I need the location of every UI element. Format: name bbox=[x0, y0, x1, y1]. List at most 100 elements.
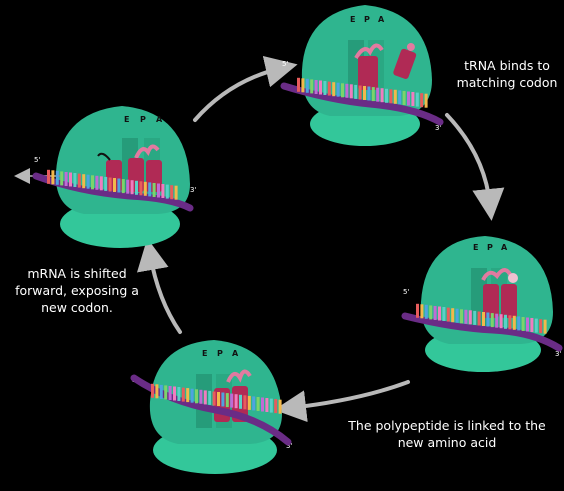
codon-base bbox=[363, 86, 366, 100]
polypeptide-chain bbox=[354, 43, 384, 60]
codon-base bbox=[51, 170, 55, 185]
codon-base bbox=[460, 309, 463, 324]
site-label-a: A bbox=[156, 115, 163, 124]
codon-base bbox=[420, 93, 424, 108]
mrna-strand bbox=[401, 303, 563, 352]
trna-p-site bbox=[358, 56, 378, 90]
three-prime-label: 3' bbox=[555, 350, 561, 358]
trna-incoming bbox=[393, 42, 417, 79]
codon-base bbox=[451, 308, 455, 323]
codon-base bbox=[508, 315, 512, 330]
codon-base bbox=[473, 310, 477, 325]
codon-base bbox=[168, 386, 172, 400]
codon-base bbox=[415, 92, 419, 107]
codon-base bbox=[539, 319, 543, 334]
codon-base bbox=[121, 179, 125, 194]
codon-base bbox=[243, 395, 247, 410]
codon-base bbox=[371, 87, 375, 102]
codon-base bbox=[526, 317, 529, 332]
codon-base bbox=[130, 180, 134, 195]
codon-base bbox=[195, 389, 198, 404]
codon-base bbox=[314, 80, 318, 94]
caption-polypeptide-linked: The polypeptide is linked to the new ami… bbox=[348, 418, 546, 450]
codon-base bbox=[411, 92, 415, 106]
codon-base bbox=[327, 81, 331, 96]
codon-base bbox=[95, 175, 99, 190]
codon-base bbox=[442, 307, 446, 321]
codon-base bbox=[239, 394, 242, 409]
codon-base bbox=[455, 308, 459, 323]
codon-base bbox=[323, 81, 327, 95]
codon-base bbox=[499, 314, 503, 329]
codon-base bbox=[190, 388, 194, 403]
mrna-strand bbox=[280, 77, 444, 126]
codon-base bbox=[99, 176, 103, 191]
mrna-strand bbox=[32, 169, 194, 212]
site-label-p: P bbox=[487, 243, 493, 252]
codon-base bbox=[297, 77, 300, 92]
codon-base bbox=[91, 175, 94, 190]
arrow-left-to-top bbox=[193, 56, 298, 122]
codon-base bbox=[265, 398, 269, 412]
codon-base bbox=[73, 173, 77, 187]
codon-base bbox=[208, 390, 212, 405]
codon-base bbox=[143, 181, 147, 196]
codon-base bbox=[385, 88, 388, 103]
codon-base bbox=[261, 397, 264, 412]
codon-base bbox=[157, 183, 160, 198]
codon-base bbox=[433, 306, 437, 320]
codon-base bbox=[477, 311, 481, 326]
codon-base bbox=[495, 313, 499, 328]
ribosome-stage-right: E P A 5' 3' bbox=[401, 236, 563, 372]
arrow-right-to-bottom bbox=[274, 380, 410, 423]
codon-base bbox=[199, 389, 203, 404]
arrow-top-to-right bbox=[445, 113, 505, 221]
codon-base bbox=[247, 395, 251, 410]
codon-base bbox=[530, 318, 534, 332]
codon-base bbox=[212, 391, 216, 406]
codon-base bbox=[278, 399, 282, 414]
codon-base bbox=[424, 93, 428, 108]
new-amino-acid bbox=[508, 273, 518, 283]
codon-base bbox=[135, 180, 138, 195]
codon-base bbox=[512, 315, 516, 330]
codon-base bbox=[159, 384, 163, 399]
mrna-strand bbox=[130, 374, 292, 446]
codon-base bbox=[398, 90, 402, 105]
codon-base bbox=[161, 184, 165, 198]
polypeptide-chain bbox=[481, 268, 513, 281]
codon-base bbox=[126, 179, 130, 194]
codon-base bbox=[170, 185, 174, 200]
trna-a-site bbox=[501, 284, 517, 318]
site-label-e: E bbox=[350, 15, 355, 24]
codon-base bbox=[305, 78, 309, 93]
three-prime-label: 3' bbox=[435, 124, 441, 132]
five-prime-label: 5' bbox=[282, 60, 288, 68]
ribosome-stage-bottom: E P A 5' 3' bbox=[130, 340, 292, 474]
codon-base bbox=[354, 84, 358, 99]
codon-base bbox=[82, 174, 86, 189]
codon-base bbox=[60, 171, 64, 186]
site-label-e: E bbox=[202, 349, 207, 358]
codon-base bbox=[139, 181, 143, 196]
codon-base bbox=[517, 316, 521, 331]
codon-base bbox=[230, 393, 234, 408]
trna-p-site bbox=[483, 284, 499, 318]
site-label-a: A bbox=[501, 243, 508, 252]
codon-base bbox=[543, 319, 547, 334]
codon-base bbox=[319, 80, 322, 95]
five-prime-label: 5' bbox=[34, 156, 40, 164]
codon-base bbox=[389, 89, 393, 104]
codon-base bbox=[336, 82, 340, 97]
codon-base bbox=[429, 305, 433, 320]
codon-base bbox=[234, 394, 238, 409]
caption-mrna-shifted: mRNA is shifted forward, exposing a new … bbox=[15, 266, 139, 315]
codon-base bbox=[174, 185, 178, 200]
codon-base bbox=[345, 83, 349, 98]
codon-base bbox=[416, 303, 419, 318]
codon-base bbox=[504, 314, 507, 329]
codon-base bbox=[468, 310, 472, 325]
codon-base bbox=[217, 392, 220, 406]
site-label-p: P bbox=[140, 115, 146, 124]
